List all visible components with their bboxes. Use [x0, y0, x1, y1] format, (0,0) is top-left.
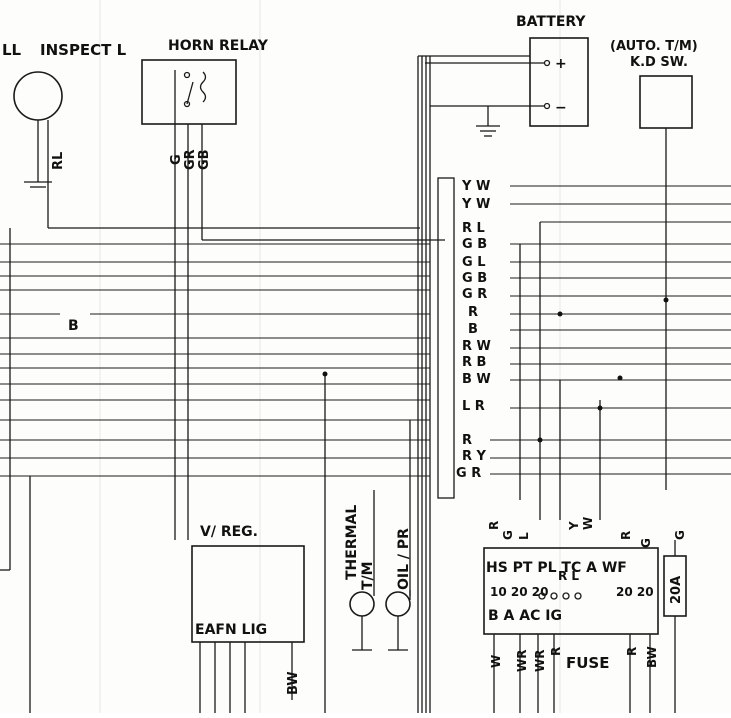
svg-text:R: R	[487, 521, 501, 530]
fuse-top-codes: R G L Y W R G	[487, 517, 653, 548]
voltage-regulator-box	[191, 545, 305, 643]
svg-text:G: G	[639, 538, 653, 548]
left-bus-label: B	[68, 318, 79, 334]
fuse-links	[538, 592, 582, 600]
fuse-wire-label: R	[625, 647, 639, 656]
fuse-wire-label: WR	[533, 650, 547, 672]
fuse-bottom-wires	[493, 634, 651, 713]
fuse-bottom-labels: B A AC IG	[488, 608, 562, 624]
inspect-lamp-label: INSPECT L	[40, 41, 127, 59]
battery-plus-icon: +	[555, 56, 567, 72]
horn-wire-g: G	[169, 154, 184, 165]
oil-pressure-label: OIL / PR	[396, 528, 412, 590]
harness-wire-label: R W	[462, 339, 491, 354]
harness-connector-box	[437, 177, 455, 499]
fuse-wire-label: R	[549, 647, 563, 656]
harness-wire-label: B	[468, 322, 478, 337]
thermal-label: THERMAL	[344, 505, 360, 580]
scan-grid	[99, 0, 561, 713]
harness-wire-label: Y W	[461, 179, 490, 194]
horn-relay-box	[141, 59, 237, 125]
voltage-regulator-wire: BW	[286, 671, 301, 695]
svg-text:L: L	[517, 532, 531, 540]
right-bus-lines	[490, 185, 731, 475]
junction-dots	[322, 297, 669, 443]
harness-wire-label: Y W	[461, 197, 490, 212]
auto-tm-label: (AUTO. T/M)	[610, 39, 698, 54]
lamp-left-label: LL	[2, 41, 22, 59]
voltage-regulator-title: V/ REG.	[200, 524, 258, 540]
fuse-rl-label: R L	[558, 569, 579, 583]
main-harness	[417, 55, 530, 713]
harness-wire-label: R	[462, 433, 472, 448]
kd-switch-box	[639, 75, 693, 129]
lamp-wire-label: RL	[51, 152, 66, 170]
harness-wire-label: G B	[462, 237, 487, 252]
harness-wire-label: L R	[462, 399, 485, 414]
battery-box	[529, 37, 589, 127]
svg-text:R: R	[619, 531, 633, 540]
horn-wire-gr: GR	[183, 149, 198, 170]
fuse-ratings-left: 10 20 20	[490, 585, 548, 599]
oil-pressure-sensor-icon	[385, 591, 411, 617]
battery-title: BATTERY	[516, 14, 586, 30]
harness-wire-label: G L	[462, 255, 485, 270]
fuse-rating-label: 20A	[669, 576, 684, 604]
harness-wire-label: R	[468, 305, 478, 320]
harness-wire-labels: Y W Y W R L G B G L G B G R R B R W R B …	[456, 179, 491, 481]
fuse-block	[483, 547, 659, 635]
svg-text:Y: Y	[567, 521, 581, 531]
horn-relay-switch-icon	[174, 70, 207, 124]
harness-wire-label: G B	[462, 271, 487, 286]
kd-switch-label: K.D SW.	[630, 55, 688, 70]
fuse-wire-label: WR	[515, 650, 529, 672]
harness-wire-label: G R	[462, 287, 487, 302]
voltage-regulator-terminals: EAFN LIG	[195, 622, 267, 638]
fuse-row-labels: HS PT PL TC A WF	[486, 560, 627, 576]
harness-wire-label: R Y	[462, 449, 487, 464]
harness-wire-label: R B	[462, 355, 486, 370]
svg-text:W: W	[581, 517, 595, 530]
left-bus-lines	[0, 243, 430, 477]
inspect-lamp-icon	[13, 71, 63, 121]
tm-label: T/M	[360, 561, 376, 590]
fuse-side-wire: G	[673, 530, 687, 540]
fuse-label: FUSE	[566, 654, 609, 672]
fuse-ratings-right: 20 20	[616, 585, 654, 599]
harness-wire-label: R L	[462, 221, 485, 236]
thermal-sensor-icon	[349, 591, 375, 617]
harness-wire-label: B W	[462, 372, 491, 387]
horn-wire-gb: GB	[197, 149, 212, 170]
battery-minus-icon: −	[555, 100, 567, 116]
horn-relay-title: HORN RELAY	[168, 38, 269, 54]
svg-text:G: G	[501, 530, 515, 540]
fuse-wire-label: W	[489, 655, 503, 668]
fuse-wire-label: BW	[645, 646, 659, 668]
harness-wire-label: G R	[456, 466, 481, 481]
